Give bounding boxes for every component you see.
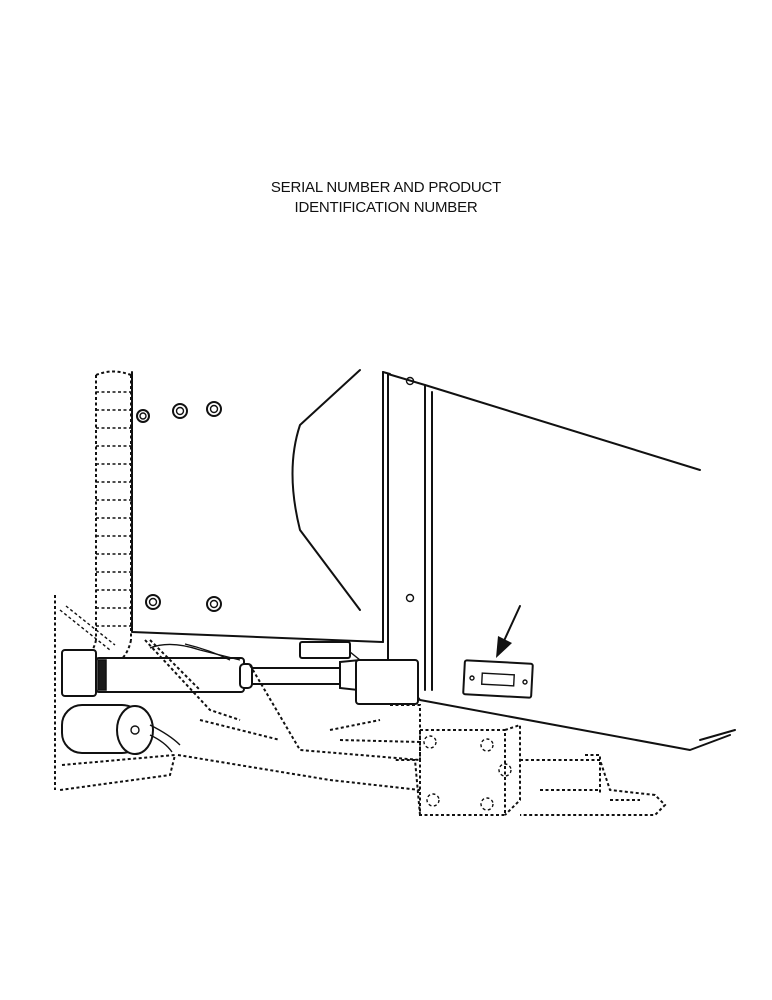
chassis-frame	[54, 595, 667, 816]
caption-line-1: SERIAL NUMBER AND PRODUCT	[270, 179, 502, 196]
identification-plate	[462, 659, 534, 699]
caption-line-2: IDENTIFICATION NUMBER	[294, 199, 478, 216]
braided-cable	[59, 605, 116, 651]
electric-motor	[61, 704, 181, 755]
actuator-cylinder	[61, 641, 419, 705]
ledge	[699, 729, 736, 741]
frame-post	[387, 373, 731, 751]
main-panel	[131, 369, 391, 643]
panel-bolts	[136, 401, 222, 612]
arrow-icon	[496, 605, 521, 658]
figure-caption: SERIAL NUMBER AND PRODUCT IDENTIFICATION…	[0, 178, 772, 218]
